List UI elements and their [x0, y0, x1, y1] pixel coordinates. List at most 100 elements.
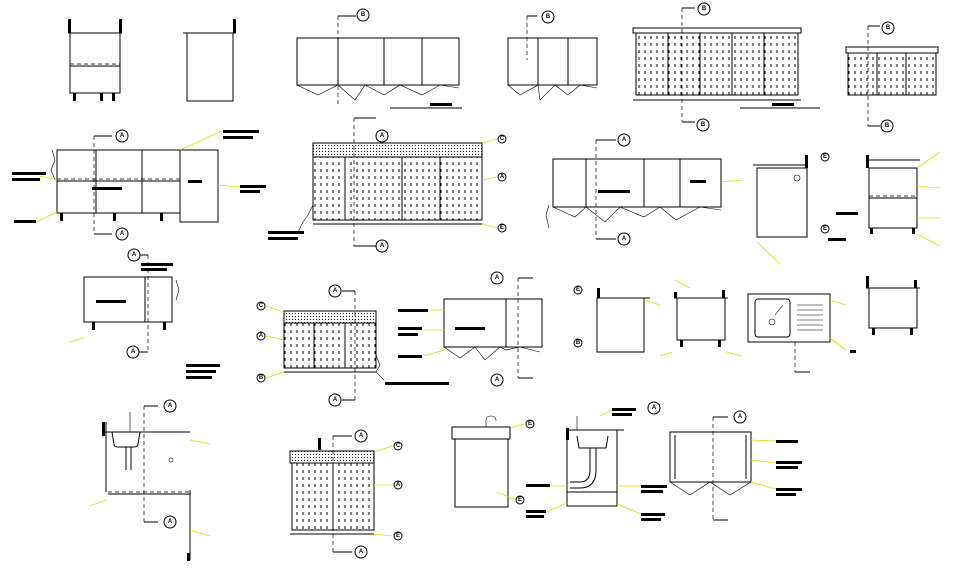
section-marker-circle: [880, 119, 894, 133]
callout-marker-letter: E: [518, 497, 522, 503]
cabinet-perforated-front-2: [845, 25, 939, 127]
section-marker-letter: A: [120, 133, 125, 139]
callout-marker-letter: A: [500, 174, 505, 180]
section-marker: A: [647, 401, 661, 415]
callout-marker-circle: [497, 172, 507, 182]
section-marker-circle: [375, 239, 389, 253]
callout-marker-circle: [393, 441, 403, 451]
callout-marker: E: [525, 419, 535, 429]
callout-marker-circle: [497, 223, 507, 233]
callout-marker-letter: E: [396, 533, 400, 539]
section-marker: A: [617, 133, 631, 147]
callout-marker: C: [256, 301, 266, 311]
callout-marker-letter: C: [396, 443, 401, 449]
section-marker-letter: A: [168, 519, 173, 525]
section-marker-circle: [115, 129, 129, 143]
section-marker: A: [617, 232, 631, 246]
section-marker: B: [696, 118, 710, 132]
section-marker-circle: [490, 373, 504, 387]
section-marker-letter: A: [380, 133, 385, 139]
cabinet-perforated-front-4: [265, 290, 449, 401]
cabinet-front-view-1: [68, 19, 122, 101]
callout-marker-letter: C: [259, 303, 264, 309]
section-marker-circle: [881, 21, 895, 35]
section-marker-circle: [356, 8, 370, 22]
sink-section-view-2: [526, 408, 667, 521]
callout-marker-letter: B: [259, 375, 264, 381]
callout-marker-letter: B: [576, 340, 581, 346]
sink-plan-view: [747, 293, 856, 373]
cabinet-drawer-side-1: [828, 151, 941, 247]
cabinet-side-view-1: [183, 19, 236, 102]
section-marker-letter: B: [885, 123, 890, 129]
callout-marker-circle: [525, 419, 535, 429]
callout-marker-letter: E: [576, 287, 580, 293]
section-marker-letter: A: [652, 405, 657, 411]
section-marker: A: [127, 248, 141, 262]
callout-marker: E: [820, 152, 830, 162]
section-marker: A: [163, 399, 177, 413]
callout-marker-circle: [497, 134, 507, 144]
section-marker-letter: B: [886, 25, 891, 31]
cabinet-front-view-4: [545, 139, 743, 240]
section-marker-letter: A: [380, 243, 385, 249]
callout-marker-circle: [820, 224, 830, 234]
callout-marker-circle: [393, 480, 403, 490]
callout-marker: E: [515, 495, 525, 505]
section-marker-letter: A: [738, 414, 743, 420]
section-marker-letter: B: [546, 14, 551, 20]
callout-marker-letter: E: [528, 421, 532, 427]
section-marker-circle: [163, 399, 177, 413]
callout-marker: A: [256, 331, 266, 341]
section-marker: A: [490, 271, 504, 285]
section-marker-circle: [354, 545, 368, 559]
section-marker-circle: [733, 410, 747, 424]
section-marker: B: [356, 8, 370, 22]
callout-marker-circle: [256, 373, 266, 383]
section-marker: A: [375, 129, 389, 143]
cabinet-perforated-front-5: [289, 435, 393, 553]
callout-marker-circle: [256, 301, 266, 311]
cabinet-front-view-2: [296, 15, 462, 109]
section-marker-letter: A: [495, 377, 500, 383]
section-marker-circle: [697, 2, 711, 16]
cabinet-perforated-front-1: [632, 7, 820, 123]
callout-marker-circle: [573, 338, 583, 348]
callout-marker-letter: E: [500, 225, 504, 231]
section-marker-circle: [127, 248, 141, 262]
cabinet-base-view-1: [659, 279, 743, 357]
callout-marker: B: [256, 373, 266, 383]
section-marker: A: [126, 345, 140, 359]
section-marker-circle: [375, 129, 389, 143]
callout-marker-letter: E: [823, 154, 827, 160]
section-marker-letter: A: [132, 252, 137, 258]
section-marker: B: [881, 21, 895, 35]
cabinet-perforated-front-3: [268, 117, 498, 247]
section-marker: A: [163, 515, 177, 529]
callout-marker: E: [573, 285, 583, 295]
section-marker-circle: [126, 345, 140, 359]
section-marker-letter: B: [702, 6, 707, 12]
section-marker: A: [490, 373, 504, 387]
callout-marker: E: [393, 531, 403, 541]
callout-marker-circle: [393, 531, 403, 541]
section-marker-letter: A: [622, 236, 627, 242]
callout-marker-circle: [515, 495, 525, 505]
callout-marker-letter: A: [396, 482, 401, 488]
section-marker-circle: [490, 271, 504, 285]
section-marker: B: [697, 2, 711, 16]
cabinet-front-view-5: [69, 254, 220, 379]
callout-marker-letter: A: [259, 333, 264, 339]
section-marker-letter: A: [622, 137, 627, 143]
section-marker: A: [375, 239, 389, 253]
cabinet-front-view-3: [507, 15, 598, 101]
section-marker: B: [541, 10, 555, 24]
sink-section-view-1: [89, 405, 211, 561]
section-marker-letter: A: [359, 433, 364, 439]
section-marker: A: [354, 429, 368, 443]
section-marker-circle: [541, 10, 555, 24]
section-marker: A: [115, 227, 129, 241]
